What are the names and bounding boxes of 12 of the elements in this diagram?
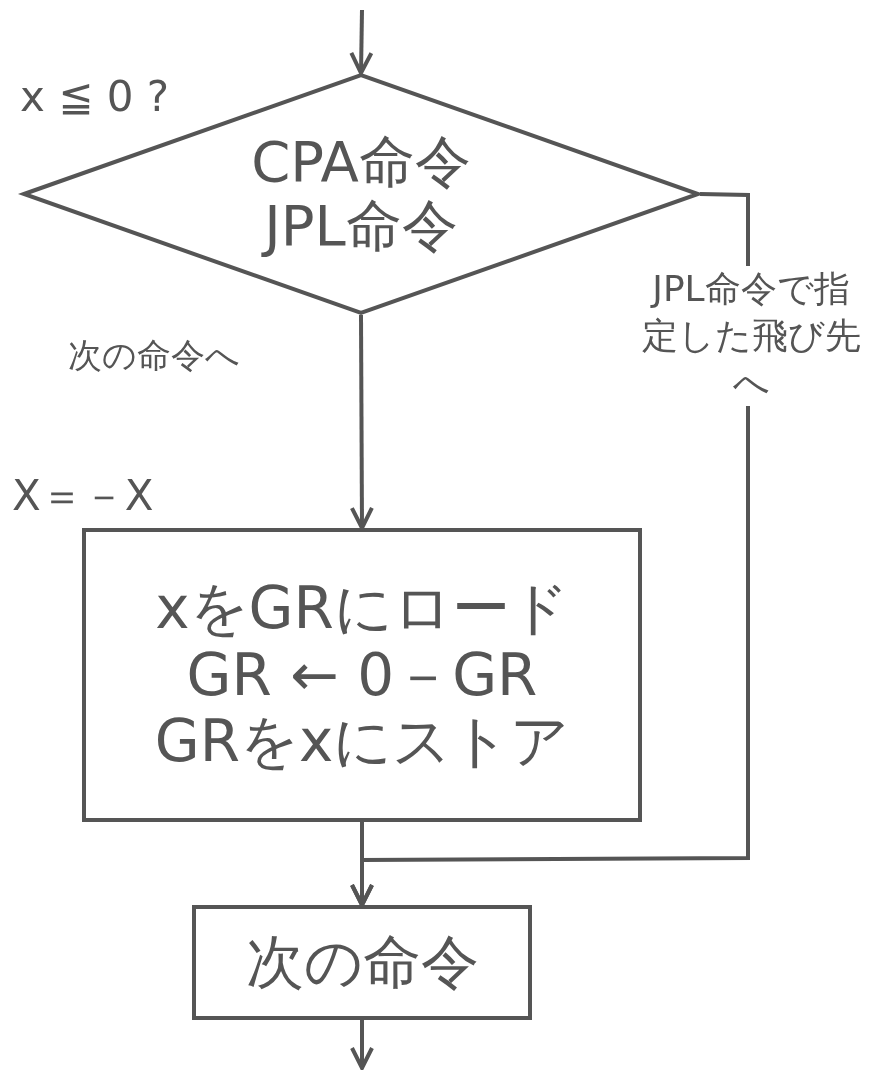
node-text: xをGRにロード (155, 574, 569, 642)
process-box (82, 528, 642, 822)
arrow (349, 315, 374, 530)
arrow (350, 1020, 374, 1070)
arrow (349, 9, 374, 75)
process-box (192, 905, 532, 1020)
condition-label: X＝－X (12, 470, 154, 522)
node-text: GRをxにストア (154, 708, 570, 776)
node-text: GR ← 0－GR (186, 641, 538, 709)
node-text: CPA命令 (251, 129, 471, 194)
condition-label: x ≦ 0 ? (20, 72, 170, 121)
node-text: 次の命令 (245, 929, 479, 996)
